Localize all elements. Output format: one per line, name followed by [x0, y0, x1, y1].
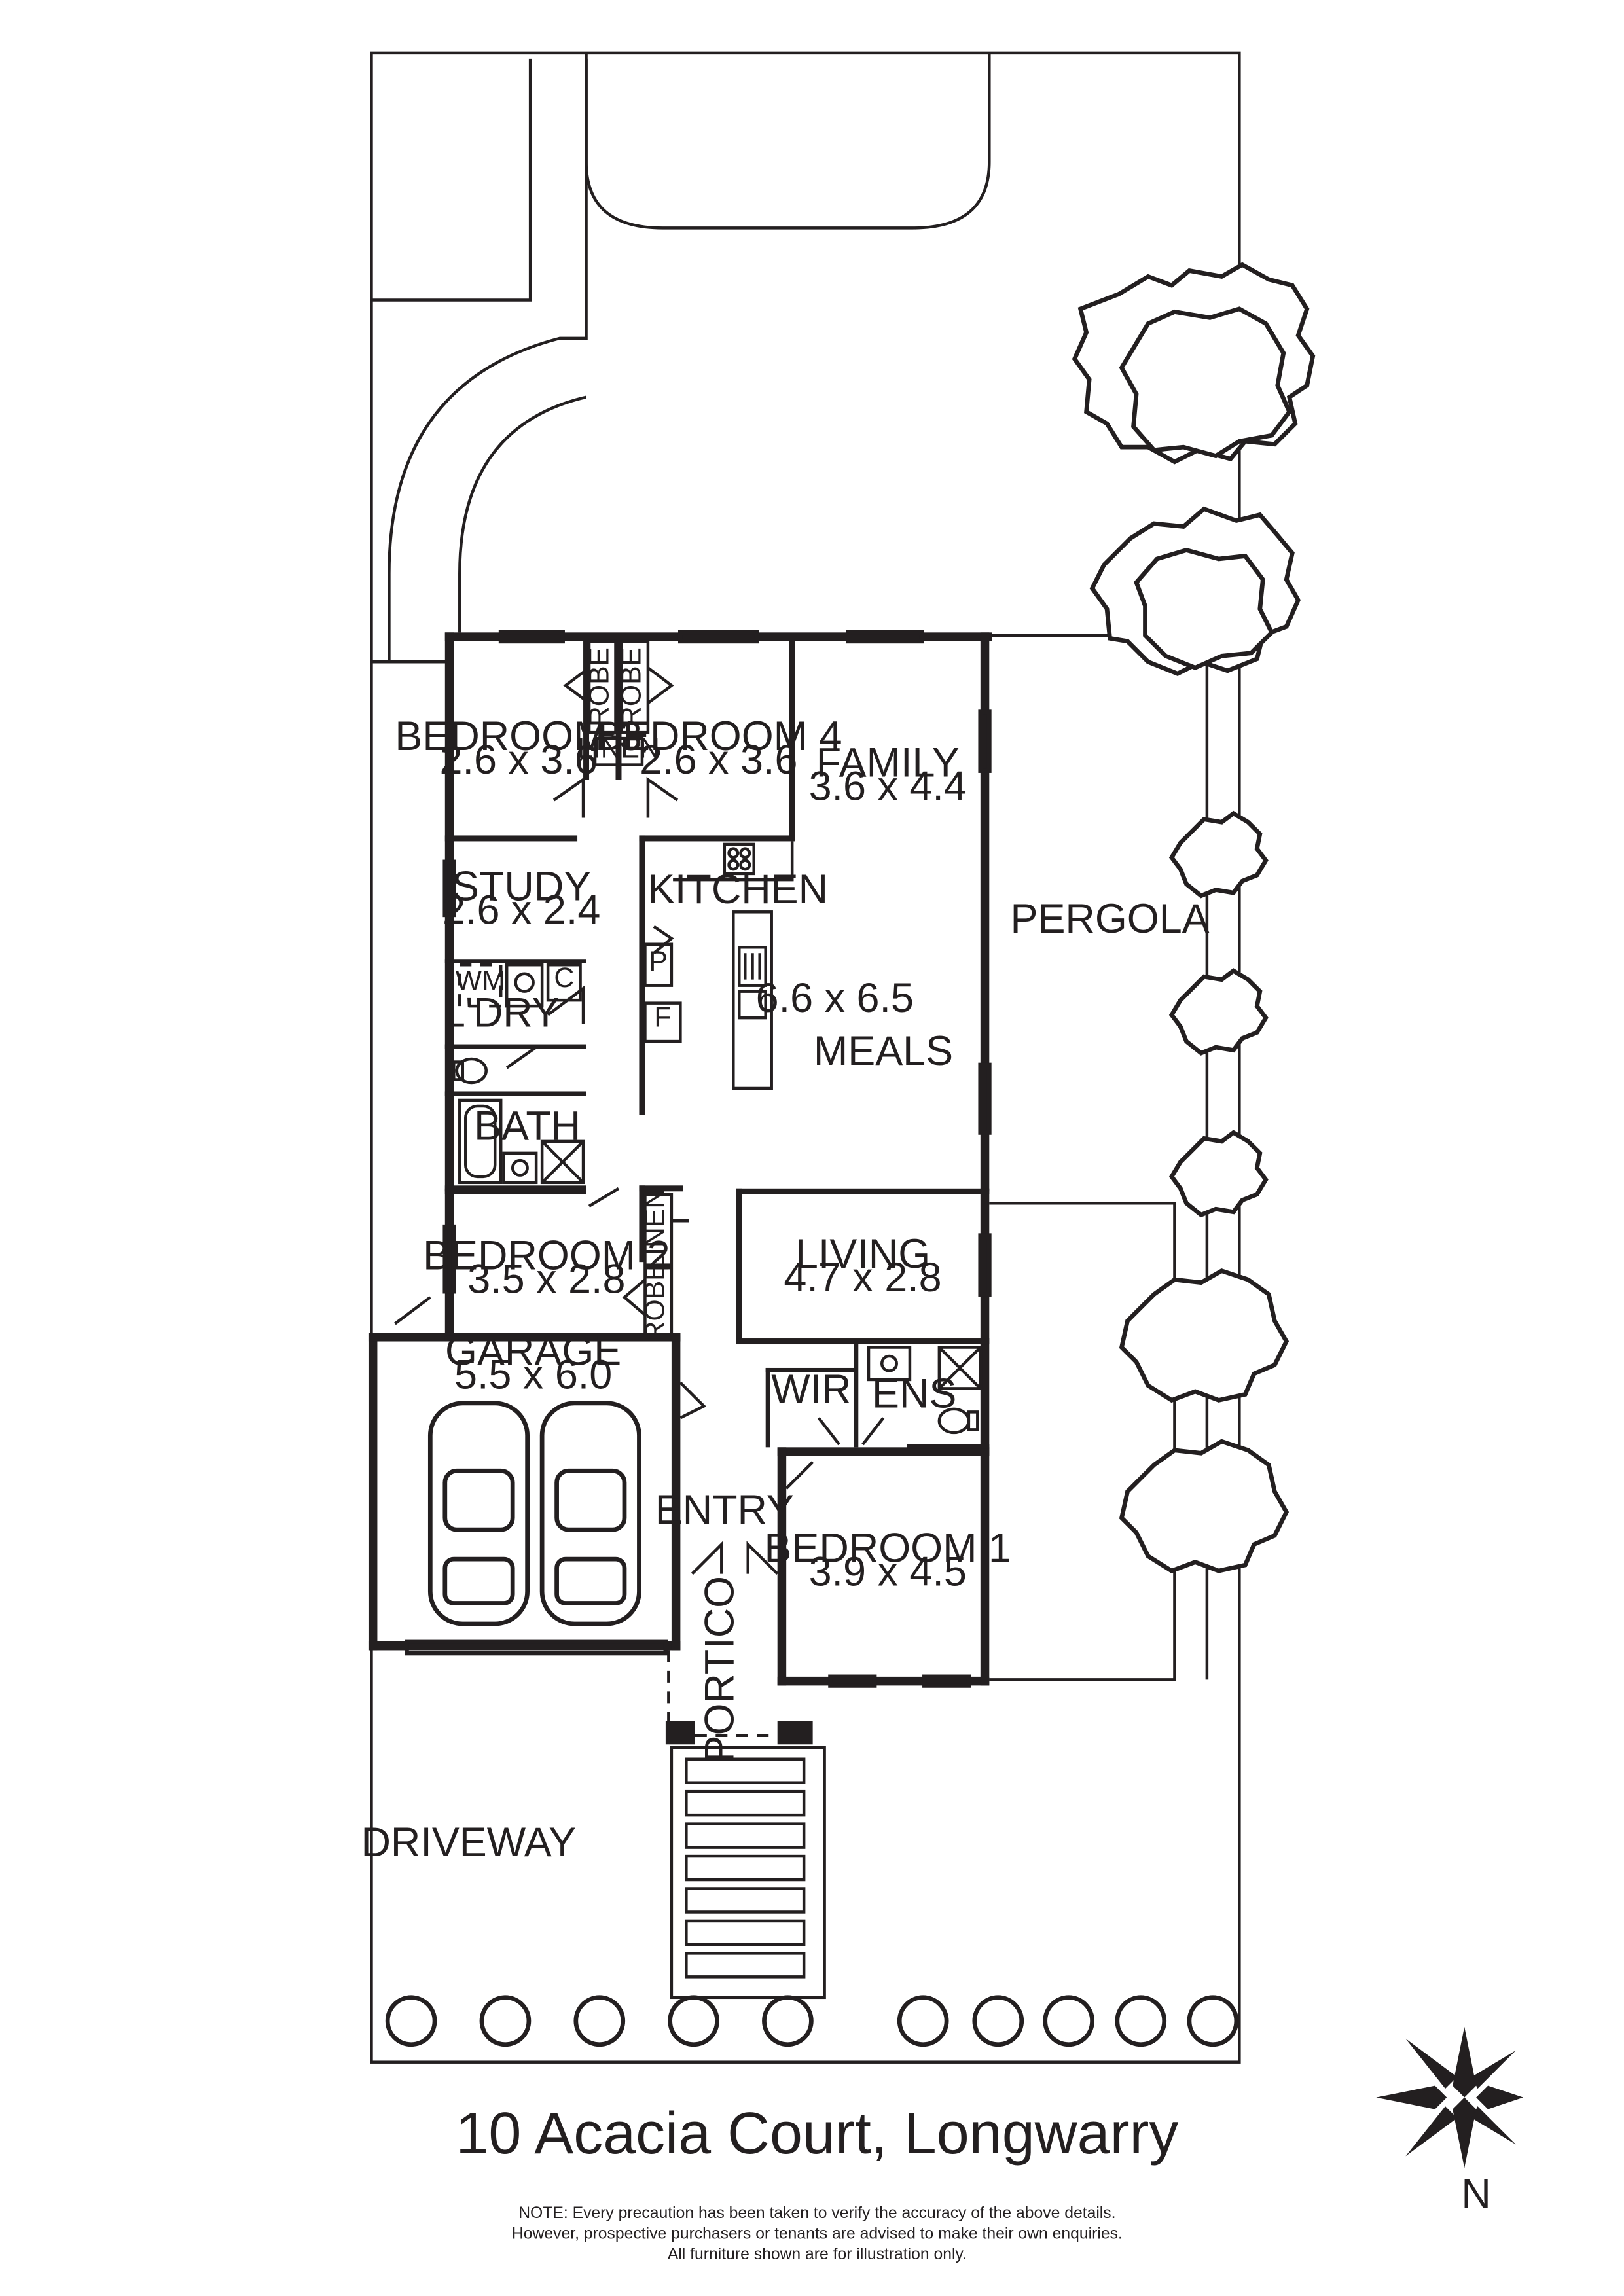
garage-label: GARAGE: [445, 1328, 621, 1374]
kitchen-meals-size: 6.6 x 6.5: [756, 975, 914, 1021]
robe-label: ROBE: [640, 1262, 671, 1341]
site-boundary: [370, 51, 1241, 2064]
disclaimer-line-3: All furniture shown are for illustration…: [668, 2246, 967, 2263]
bedroom3-size: 2.6 x 3.6: [440, 737, 598, 783]
disclaimer-line-2: However, prospective purchasers or tenan…: [512, 2225, 1123, 2242]
car-icon: [539, 1401, 641, 1626]
linen-label: LINEN: [577, 732, 660, 764]
fridge-label: F: [654, 1002, 671, 1033]
meals-label: MEALS: [814, 1028, 953, 1074]
compass-north-label: N: [1461, 2171, 1490, 2217]
robe-label: ROBE: [583, 647, 615, 726]
pantry-label: P: [649, 946, 667, 977]
disclaimer-line-1: NOTE: Every precaution has been taken to…: [518, 2204, 1115, 2222]
living-size: 4.7 x 2.8: [784, 1255, 941, 1300]
compass-icon: [1376, 2026, 1524, 2168]
linen-label: LINEN: [640, 1189, 671, 1271]
property-address: 10 Acacia Court, Longwarry: [456, 2101, 1178, 2166]
tree-icon: [1119, 1439, 1290, 1573]
door-swings: [394, 776, 885, 1575]
wir-label: WIR: [771, 1367, 851, 1412]
bedroom2-size: 3.5 x 2.8: [467, 1256, 625, 1302]
driveway-label: DRIVEWAY: [361, 1820, 576, 1865]
tree-icon: [1168, 1130, 1269, 1218]
bedroom1-label: BEDROOM 1: [764, 1526, 1011, 1571]
bedroom4-size: 2.6 x 3.6: [640, 737, 797, 783]
kitchen-label: KITCHEN: [647, 867, 828, 912]
car-icon: [427, 1401, 530, 1626]
family-size: 3.6 x 4.4: [809, 764, 967, 810]
ens-label: ENS: [872, 1371, 956, 1417]
bedroom2-label: BEDROOM 2: [423, 1232, 670, 1278]
bedroom4-label: BEDROOM 4: [595, 713, 842, 759]
cupboard-label: C: [554, 962, 574, 994]
robe-label: ROBE: [616, 647, 647, 726]
tree-icon: [1119, 1268, 1290, 1403]
bedroom1-size: 3.9 x 4.5: [809, 1549, 967, 1595]
tree-icon: [1089, 506, 1301, 676]
wm-label: WM: [456, 965, 505, 996]
garage-size: 5.5 x 6.0: [454, 1352, 612, 1397]
study-label: STUDY: [452, 863, 591, 909]
bathroom-fixtures: [452, 1057, 983, 1435]
tree-icon: [1168, 968, 1269, 1056]
windows: [405, 630, 992, 1688]
front-trees: [385, 1995, 1239, 2047]
bath-label: BATH: [474, 1103, 581, 1149]
tree-icon: [1168, 810, 1269, 899]
living-label: LIVING: [795, 1231, 930, 1277]
laundry-label: L'DRY: [442, 990, 560, 1036]
family-label: FAMILY: [816, 740, 960, 786]
kitchen-fixtures: [643, 841, 794, 1090]
bedroom3-label: BEDROOM 3: [395, 713, 642, 759]
portico-label: PORTICO: [696, 1576, 742, 1763]
tree-icon: [1072, 262, 1316, 465]
laundry-fixtures: [458, 963, 582, 1008]
portico-steps: [667, 1650, 826, 2000]
pergola-label: PERGOLA: [1010, 896, 1209, 942]
study-size: 2.6 x 2.4: [442, 887, 600, 933]
entry-label: ENTRY: [655, 1487, 794, 1533]
